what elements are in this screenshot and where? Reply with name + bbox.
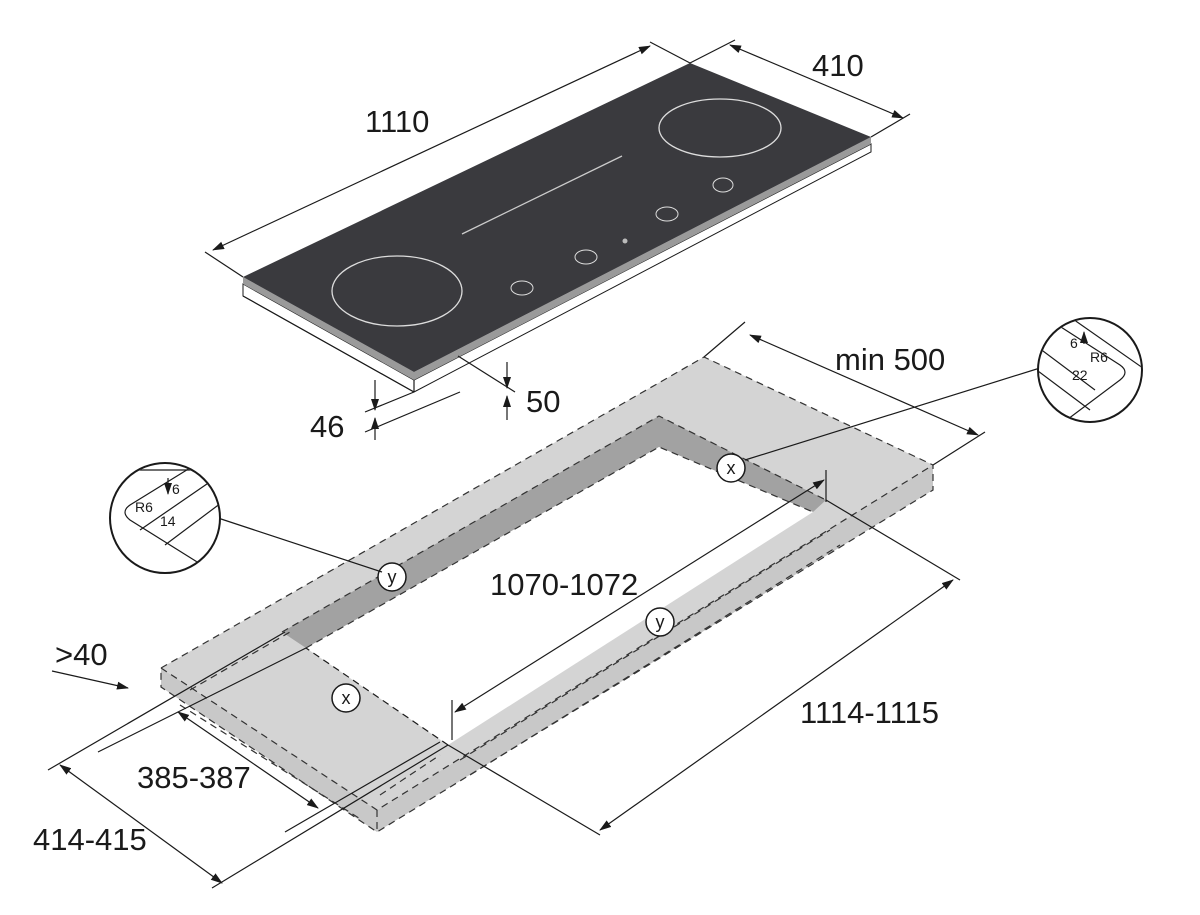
- detail-x-callout: 6 R6 22: [744, 317, 1143, 461]
- detail-x-width: 22: [1072, 367, 1088, 383]
- inner-depth-label: 385-387: [137, 760, 251, 795]
- detail-x-depth: 6: [1070, 335, 1078, 351]
- control-knob: [712, 177, 734, 193]
- inner-length-label: 1070-1072: [490, 567, 638, 602]
- marker-y: y: [388, 567, 397, 587]
- marker-y: y: [656, 612, 665, 632]
- hob-depth-label: 410: [812, 48, 864, 83]
- hob-glass-top: [243, 63, 871, 372]
- marker-x-circle: [331, 683, 361, 713]
- detail-x-radius: R6: [1090, 349, 1108, 365]
- hob-height-label-46: 46: [310, 409, 344, 444]
- outer-depth-label: 414-415: [33, 822, 147, 857]
- cutout-ledge: [282, 416, 826, 648]
- detail-y-radius: R6: [135, 499, 153, 515]
- outer-length-label: 1114-1115: [800, 695, 939, 730]
- control-knob: [510, 280, 534, 296]
- detail-y-width: 14: [160, 513, 176, 529]
- hob-dimensions: 1110 410 46 50: [204, 39, 911, 444]
- min-depth-label: min 500: [835, 342, 945, 377]
- hob-width-label: 1110: [365, 104, 429, 139]
- hob-height-label-50: 50: [526, 384, 560, 419]
- marker-y-circle: [377, 562, 407, 592]
- edge-distance-label: >40: [55, 637, 108, 672]
- marker-x: x: [342, 688, 351, 708]
- marker-x: x: [727, 458, 736, 478]
- hob: [242, 63, 872, 393]
- indicator-dot: [622, 238, 628, 244]
- left-cooking-zone: [331, 255, 463, 327]
- right-cooking-zone: [658, 98, 782, 158]
- detail-y-depth: 6: [172, 481, 180, 497]
- detail-y-callout: 6 R6 14: [109, 462, 383, 574]
- control-knob: [655, 206, 679, 222]
- cutout-dimensions: min 500 1070-1072 1114-1115 >40 385-387 …: [33, 321, 986, 889]
